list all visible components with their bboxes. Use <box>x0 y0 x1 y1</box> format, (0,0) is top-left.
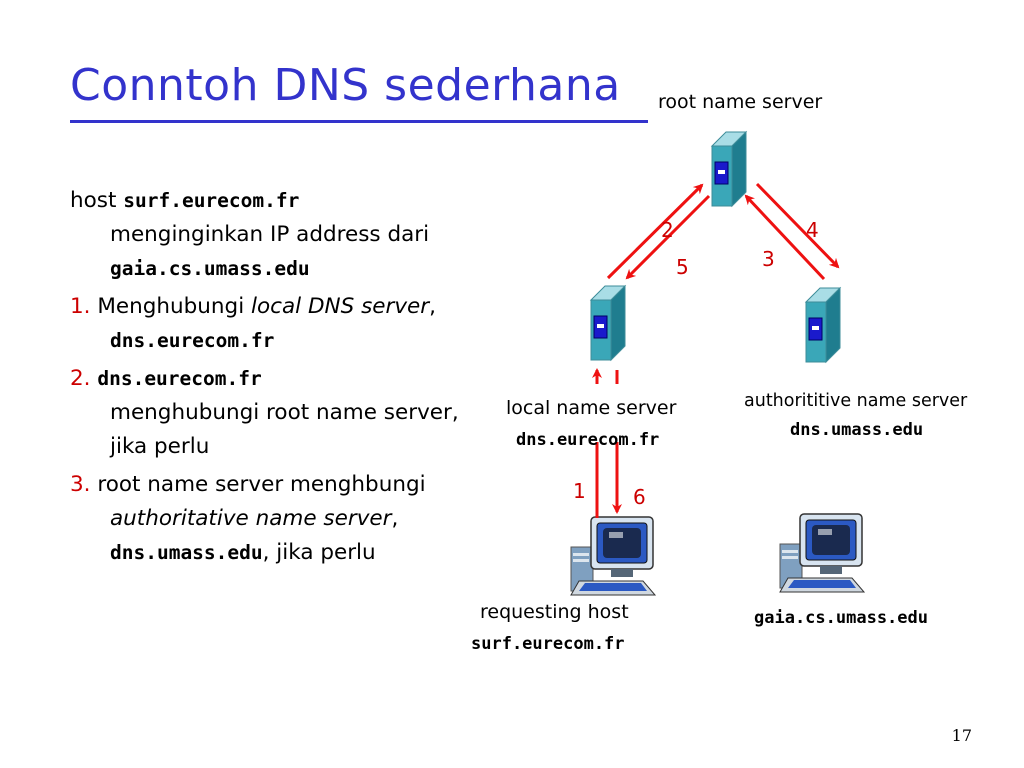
root-server-icon <box>711 131 747 207</box>
paragraph-step-3: 3. root name server menghbungi authorita… <box>70 468 470 570</box>
step-text: , <box>429 294 436 319</box>
target-host-address: gaia.cs.umass.edu <box>754 608 928 628</box>
step-text: menghubungi root name server, jika perlu <box>110 400 459 459</box>
paragraph-step-1: 1. Menghubungi local DNS server, dns.eur… <box>70 290 470 358</box>
paragraph-intro: host surf.eurecom.fr menginginkan IP addr… <box>70 184 470 286</box>
step-text-italic: authoritative name server <box>110 506 392 531</box>
intro-text: host <box>70 188 124 213</box>
arrow-step-4 <box>755 182 840 269</box>
arrow-step-3 <box>744 194 826 281</box>
authoritative-server-icon <box>805 287 841 363</box>
arrow-step-2 <box>606 183 704 280</box>
requesting-host-address: surf.eurecom.fr <box>471 634 625 654</box>
requesting-host-label: requesting host <box>480 601 629 623</box>
step-label-2: 2 <box>661 218 674 242</box>
target-host-name: gaia.cs.umass.edu <box>110 257 310 280</box>
authoritative-server-label: authorititive name server <box>744 391 968 411</box>
local-server-icon <box>590 285 626 361</box>
step-text: root name server menghbungi <box>90 472 426 497</box>
requesting-host-name: surf.eurecom.fr <box>123 189 300 212</box>
intro-text-2: menginginkan IP address dari <box>110 222 430 247</box>
page-number: 17 <box>951 726 972 745</box>
local-server-host: dns.eurecom.fr <box>516 430 660 450</box>
arrow-step-5 <box>625 194 711 280</box>
step-label-5: 5 <box>676 255 689 279</box>
auth-dns-name: dns.umass.edu <box>110 541 263 564</box>
step-text: , <box>391 506 399 531</box>
local-dns-name: dns.eurecom.fr <box>97 367 262 390</box>
step-number: 1. <box>70 294 91 319</box>
paragraph-step-2: 2. dns.eurecom.fr menghubungi root name … <box>70 362 470 464</box>
local-dns-name: dns.eurecom.fr <box>110 329 275 352</box>
requesting-host-computer-icon <box>570 516 656 596</box>
step-text: Menghubungi <box>90 294 252 319</box>
step-text: , jika perlu <box>262 540 376 565</box>
step-label-4: 4 <box>806 218 819 242</box>
body-text: host surf.eurecom.fr menginginkan IP addr… <box>70 184 470 574</box>
target-host-computer-icon <box>779 513 865 593</box>
step-label-6: 6 <box>633 485 646 509</box>
step-number: 3. <box>70 472 91 497</box>
step-text-italic: local DNS server <box>251 294 430 319</box>
step-label-3: 3 <box>762 247 775 271</box>
slide-title: Conntoh DNS sederhana <box>70 60 621 111</box>
title-underline <box>70 120 648 123</box>
local-server-label: local name server <box>506 397 677 419</box>
root-server-label: root name server <box>658 91 823 113</box>
authoritative-server-host: dns.umass.edu <box>790 420 924 440</box>
step-number: 2. <box>70 366 91 391</box>
step-label-1: 1 <box>573 479 586 503</box>
